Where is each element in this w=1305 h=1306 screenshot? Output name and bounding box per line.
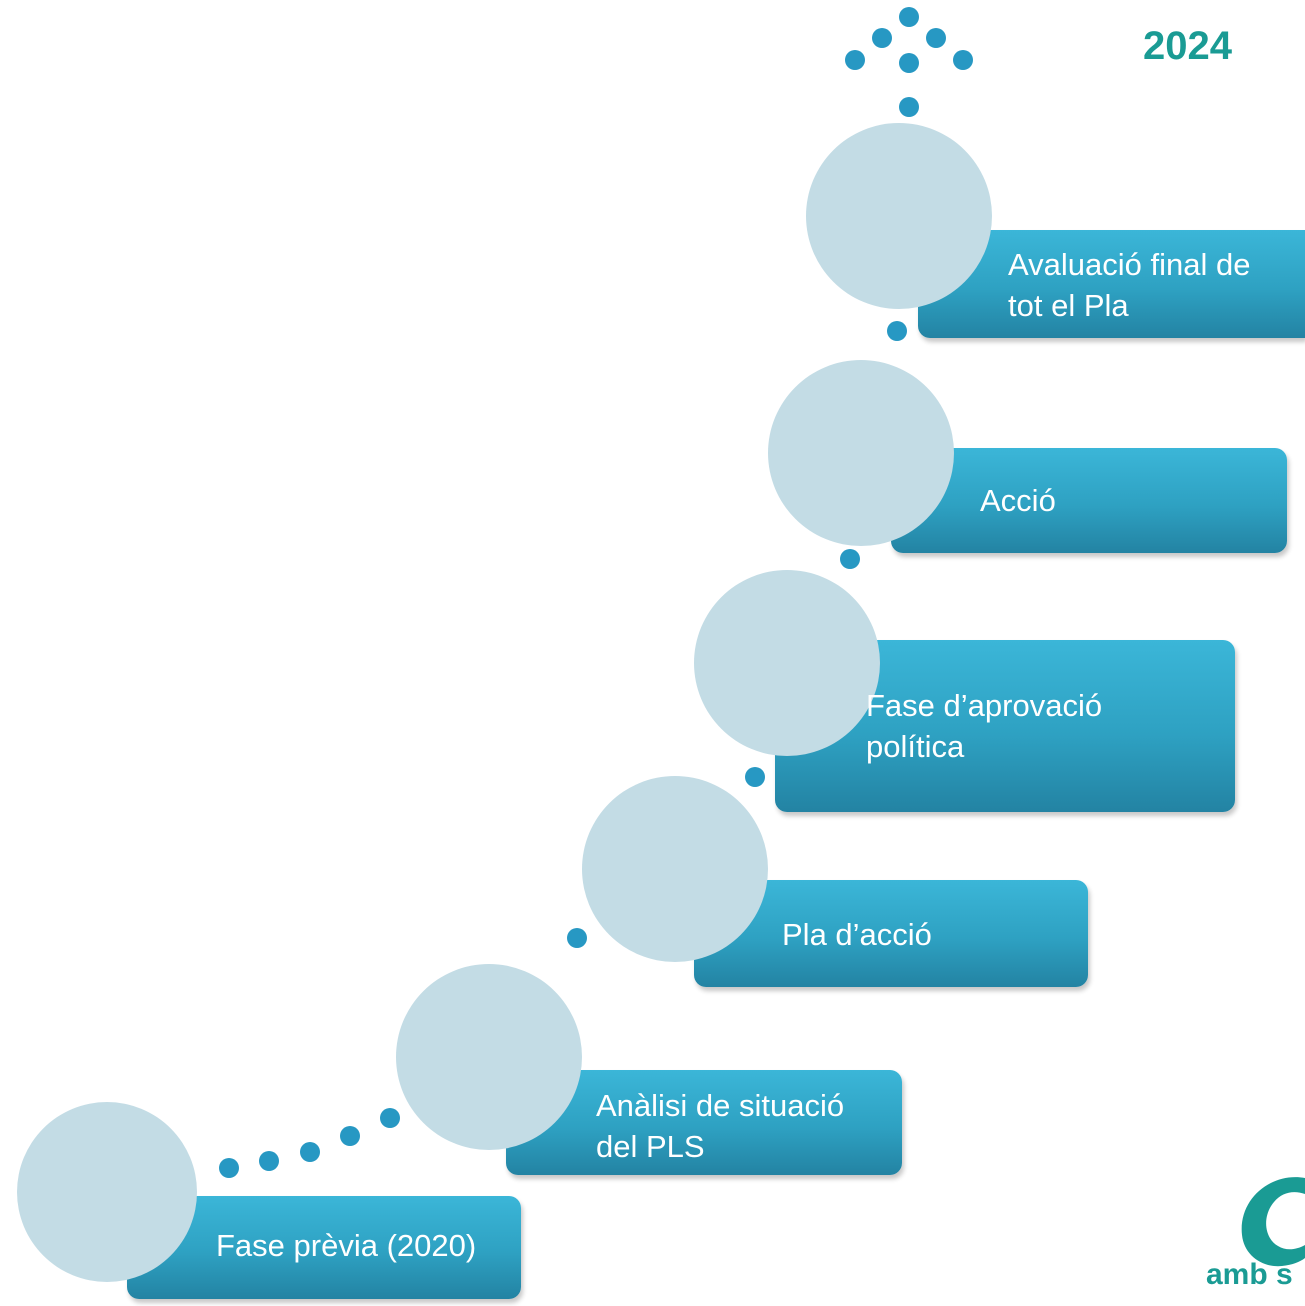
connector-dot [899, 53, 919, 73]
step-circle [17, 1102, 197, 1282]
connector-dot [380, 1108, 400, 1128]
step-label: Fase prèvia (2020) [216, 1225, 476, 1266]
step-label: Fase d’aprovació política [866, 685, 1102, 767]
step-label-line: Avaluació final de [1008, 247, 1251, 282]
step-label: Pla d’acció [782, 914, 932, 955]
year-label: 2024 [1143, 24, 1232, 68]
step-label-line: Anàlisi de situació [596, 1088, 845, 1123]
connector-dot [899, 97, 919, 117]
connector-dot [340, 1126, 360, 1146]
step-circle [582, 776, 768, 962]
step-label-line: Pla d’acció [782, 917, 932, 952]
step-label: Anàlisi de situació del PLS [596, 1085, 844, 1167]
step-label-line: Fase d’aprovació [866, 688, 1103, 723]
connector-dot [840, 549, 860, 569]
logo-mark-icon [1241, 1177, 1305, 1267]
step-label-line: Acció [980, 483, 1056, 518]
step-label-line: política [866, 729, 965, 764]
logo-text: amb s [1206, 1258, 1293, 1291]
connector-dot [567, 928, 587, 948]
step-label-line: del PLS [596, 1129, 705, 1164]
step-label: Acció [980, 480, 1056, 521]
step-label-line: Fase prèvia (2020) [216, 1228, 477, 1263]
connector-dot [845, 50, 865, 70]
step-circle [768, 360, 954, 546]
step-circle [694, 570, 880, 756]
connector-dot [887, 321, 907, 341]
connector-dot [899, 7, 919, 27]
step-circle [806, 123, 992, 309]
connector-dot [300, 1142, 320, 1162]
step-label-line: tot el Pla [1008, 288, 1129, 323]
connector-dot [259, 1151, 279, 1171]
connector-dot [926, 28, 946, 48]
connector-dot [219, 1158, 239, 1178]
step-circle [396, 964, 582, 1150]
step-label: Avaluació final de tot el Pla [1008, 244, 1250, 326]
connector-dot [872, 28, 892, 48]
step-box [891, 448, 1287, 553]
connector-dot [953, 50, 973, 70]
organization-logo: amb s [1200, 1150, 1305, 1301]
connector-dot [745, 767, 765, 787]
